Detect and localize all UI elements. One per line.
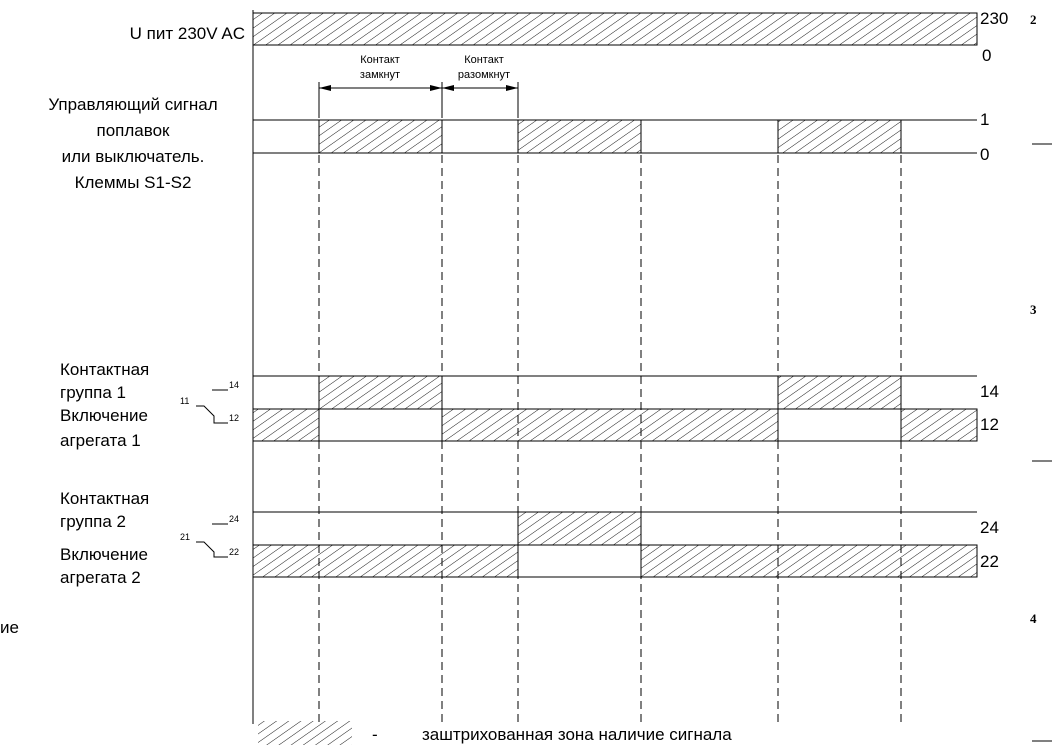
svg-text:поплавок: поплавок bbox=[97, 121, 171, 140]
legend-text: заштрихованная зона наличие сигнала bbox=[422, 725, 732, 744]
svg-text:Контакт: Контакт bbox=[360, 54, 400, 66]
svg-text:агрегата 1: агрегата 1 bbox=[60, 431, 141, 450]
svg-text:или выключатель.: или выключатель. bbox=[62, 147, 205, 166]
group1-no-pulse bbox=[777, 375, 902, 410]
time-markers bbox=[318, 155, 902, 722]
control-level-high: 1 bbox=[980, 110, 989, 129]
svg-text:агрегата 2: агрегата 2 bbox=[60, 568, 141, 587]
group2-right-nc: 22 bbox=[980, 552, 999, 571]
contact-closed-annotation: Контакт замкнут bbox=[318, 54, 442, 118]
supply-label: U пит 230V AC bbox=[130, 24, 245, 43]
group2-nc-pulse bbox=[640, 544, 978, 578]
group1-terminal-symbol: 14 11 12 bbox=[180, 380, 239, 424]
svg-text:Включение: Включение bbox=[60, 406, 148, 425]
svg-text:24: 24 bbox=[229, 514, 239, 524]
svg-text:12: 12 bbox=[229, 413, 239, 423]
control-row: Управляющий сигнал поплавок или выключат… bbox=[48, 54, 989, 192]
svg-text:Управляющий сигнал: Управляющий сигнал bbox=[48, 95, 217, 114]
supply-row: U пит 230V AC 230 0 bbox=[130, 9, 1009, 65]
group1-nc-pulse bbox=[900, 408, 978, 442]
control-pulse bbox=[318, 119, 443, 154]
group1-label: Контактная группа 1 Включение агрегата 1 bbox=[60, 360, 149, 450]
group1-no-pulse bbox=[318, 375, 443, 410]
svg-text:14: 14 bbox=[229, 380, 239, 390]
legend-dash: - bbox=[372, 725, 378, 744]
group2-right-no: 24 bbox=[980, 518, 999, 537]
group2-nc-pulse bbox=[252, 544, 519, 578]
legend: - заштрихованная зона наличие сигнала bbox=[258, 721, 732, 745]
control-level-low: 0 bbox=[980, 145, 989, 164]
group1-nc-pulse bbox=[441, 408, 779, 442]
svg-text:Контактная: Контактная bbox=[60, 489, 149, 508]
margin-marks: 2 3 4 bbox=[1030, 12, 1052, 742]
svg-text:Включение: Включение bbox=[60, 545, 148, 564]
group1-right-no: 14 bbox=[980, 382, 999, 401]
group2-terminal-symbol: 24 21 22 bbox=[180, 514, 239, 558]
margin-number: 2 bbox=[1030, 12, 1037, 27]
supply-level-low: 0 bbox=[982, 46, 991, 65]
svg-text:21: 21 bbox=[180, 532, 190, 542]
group1-nc-pulse bbox=[252, 408, 320, 442]
contact-open-annotation: Контакт разомкнут bbox=[441, 54, 519, 118]
group2-label: Контактная группа 2 Включение агрегата 2 bbox=[60, 489, 149, 587]
svg-text:22: 22 bbox=[229, 547, 239, 557]
group1-right-nc: 12 bbox=[980, 415, 999, 434]
margin-number: 4 bbox=[1030, 611, 1037, 626]
control-pulse bbox=[517, 119, 642, 154]
svg-text:Клеммы S1-S2: Клеммы S1-S2 bbox=[75, 173, 192, 192]
cut-off-text: ие bbox=[0, 618, 19, 637]
control-pulse bbox=[777, 119, 902, 154]
group1-row: Контактная группа 1 Включение агрегата 1… bbox=[60, 360, 999, 450]
group2-no-pulse bbox=[517, 511, 642, 546]
margin-number: 3 bbox=[1030, 302, 1037, 317]
svg-text:группа 1: группа 1 bbox=[60, 383, 126, 402]
supply-signal-bar bbox=[252, 12, 978, 46]
supply-level-high: 230 bbox=[980, 9, 1008, 28]
svg-text:замкнут: замкнут bbox=[360, 69, 400, 81]
svg-text:группа 2: группа 2 bbox=[60, 512, 126, 531]
svg-text:11: 11 bbox=[180, 396, 189, 406]
group2-row: Контактная группа 2 Включение агрегата 2… bbox=[60, 489, 999, 587]
svg-text:Контактная: Контактная bbox=[60, 360, 149, 379]
svg-text:разомкнут: разомкнут bbox=[458, 69, 510, 81]
control-label: Управляющий сигнал поплавок или выключат… bbox=[48, 95, 217, 192]
legend-hatch-swatch bbox=[258, 721, 352, 745]
svg-text:Контакт: Контакт bbox=[464, 54, 504, 66]
